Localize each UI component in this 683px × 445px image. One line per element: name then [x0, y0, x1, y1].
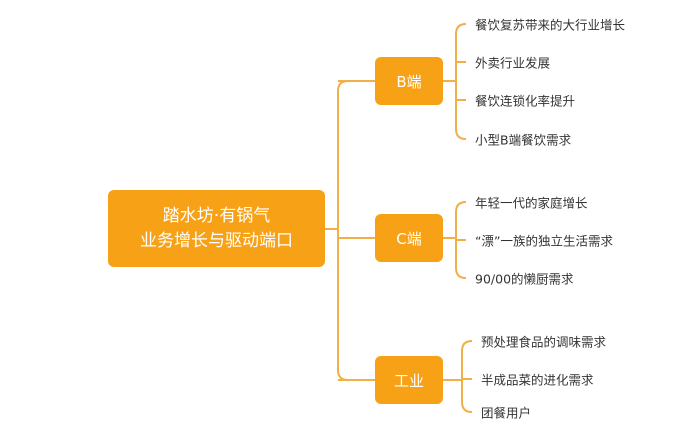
leaf-node: 餐饮连锁化率提升 — [475, 93, 576, 109]
leaf-node: 90/00的懒厨需求 — [475, 271, 574, 287]
leaf-node: 团餐用户 — [481, 405, 532, 421]
root-title-line1: 踏水坊·有锅气 — [162, 205, 271, 226]
industry-bracket — [443, 340, 473, 413]
branch-node-c: C端 — [375, 214, 443, 262]
leaf-node: 外卖行业发展 — [475, 55, 551, 71]
b-bracket — [443, 23, 467, 140]
branch-node-industry: 工业 — [375, 356, 443, 404]
root-node: 踏水坊·有锅气 业务增长与驱动端口 — [108, 190, 325, 267]
branch-node-b: B端 — [375, 57, 443, 105]
leaf-node: “漂”一族的独立生活需求 — [475, 233, 613, 249]
c-bracket — [443, 201, 467, 279]
trunk-line — [337, 80, 349, 381]
leaf-node: 半成品菜的进化需求 — [481, 372, 594, 388]
leaf-node: 小型B端餐饮需求 — [475, 132, 572, 148]
leaf-node: 预处理食品的调味需求 — [481, 334, 607, 350]
root-title-line2: 业务增长与驱动端口 — [140, 230, 293, 251]
leaf-node: 年轻一代的家庭增长 — [475, 195, 588, 211]
leaf-node: 餐饮复苏带来的大行业增长 — [475, 17, 626, 33]
